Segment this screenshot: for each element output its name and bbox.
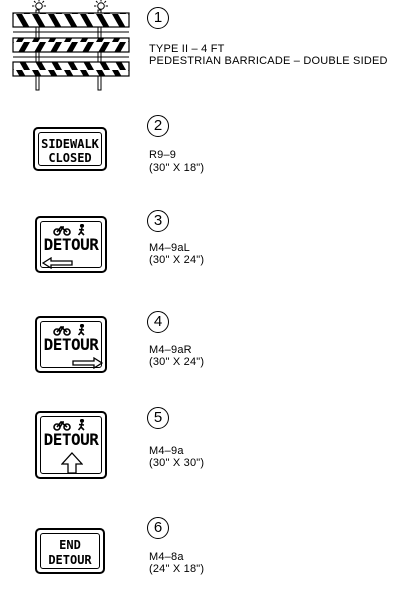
- item-number-badge: 3: [147, 210, 169, 232]
- arrow-right-icon: [72, 357, 103, 369]
- item-caption-line2: PEDESTRIAN BARRICADE – DOUBLE SIDED: [149, 55, 388, 67]
- bicycle-icon: [53, 420, 71, 431]
- item-5-detour-up: DETOUR 5 M4–9a (30" X 30"): [0, 407, 402, 492]
- item-number-badge: 1: [147, 7, 169, 29]
- item-caption-line1: R9–9: [149, 149, 177, 161]
- item-caption-line2: (30" X 18"): [149, 162, 205, 174]
- item-number-badge: 6: [147, 517, 169, 539]
- sign-text-line1: SIDEWALK: [41, 137, 99, 151]
- bicycle-icon: [53, 325, 71, 336]
- barricade-graphic: [12, 0, 130, 91]
- item-caption-line1: M4–9aR: [149, 344, 192, 356]
- sign-text-line2: CLOSED: [48, 151, 92, 165]
- item-caption-line1: M4–8a: [149, 551, 184, 563]
- item-number-badge: 5: [147, 407, 169, 429]
- bicycle-icon: [53, 225, 71, 236]
- sign-border: [40, 221, 102, 268]
- item-caption-line1: M4–9aL: [149, 242, 190, 254]
- bicycle-pedestrian-symbols: [53, 324, 85, 336]
- pedestrian-icon: [77, 224, 85, 236]
- item-3-detour-left: DETOUR 3 M4–9aL (30" X 24"): [0, 210, 402, 285]
- item-number-badge: 4: [147, 311, 169, 333]
- item-caption-line2: (30" X 30"): [149, 457, 205, 469]
- arrow-left-icon: [42, 257, 73, 269]
- sign-m4-9ar: DETOUR: [35, 316, 107, 373]
- sign-m4-9a: DETOUR: [35, 411, 107, 479]
- sign-r9-9: SIDEWALK CLOSED: [33, 127, 107, 171]
- item-6-end-detour: END DETOUR 6 M4–8a (24" X 18"): [0, 517, 402, 591]
- item-number-badge: 2: [147, 115, 169, 137]
- sign-text: DETOUR: [43, 335, 99, 354]
- bicycle-pedestrian-symbols: [53, 419, 85, 431]
- item-caption-line2: (30" X 24"): [149, 254, 205, 266]
- sign-border: [40, 533, 100, 569]
- item-4-detour-right: DETOUR 4 M4–9aR (30" X 24"): [0, 311, 402, 386]
- item-caption-line2: (30" X 24"): [149, 356, 205, 368]
- item-2-sidewalk-closed: SIDEWALK CLOSED 2 R9–9 (30" X 18"): [0, 115, 402, 185]
- item-caption-line1: TYPE II – 4 FT: [149, 43, 225, 55]
- sign-border: [38, 132, 102, 166]
- item-1-barricade: 1 TYPE II – 4 FT PEDESTRIAN BARRICADE – …: [0, 0, 402, 95]
- sign-m4-8a: END DETOUR: [35, 528, 105, 574]
- item-caption-line2: (24" X 18"): [149, 563, 205, 575]
- sign-text: DETOUR: [43, 430, 99, 449]
- sign-m4-9al: DETOUR: [35, 216, 107, 273]
- pedestrian-icon: [77, 419, 85, 431]
- bicycle-pedestrian-symbols: [53, 224, 85, 236]
- pedestrian-icon: [77, 324, 85, 336]
- item-caption-line1: M4–9a: [149, 445, 184, 457]
- sign-border: [40, 321, 102, 368]
- sign-text-line2: DETOUR: [48, 553, 92, 567]
- sign-text: DETOUR: [43, 235, 99, 254]
- warning-light-icon: [32, 0, 46, 12]
- arrow-up-icon: [61, 452, 83, 474]
- sign-text-line1: END: [59, 538, 81, 552]
